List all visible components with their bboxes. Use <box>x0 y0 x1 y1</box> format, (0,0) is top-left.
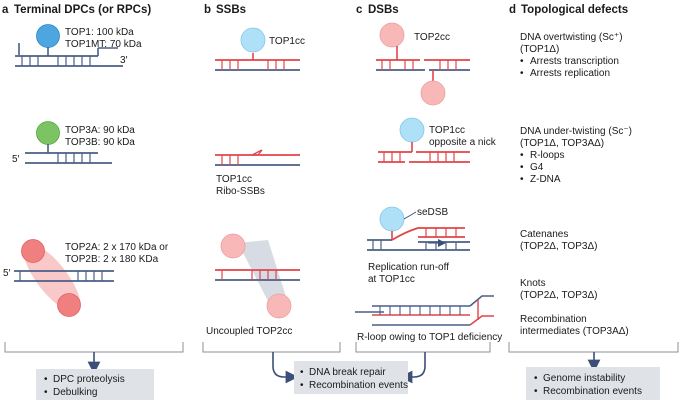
bullet: • <box>520 150 524 161</box>
nick-top1cc-label: TOP1cc <box>429 125 465 136</box>
outcome-bc-2: • <box>300 380 304 391</box>
ribo-ssbs-label: Ribo-SSBs <box>216 186 265 197</box>
outcome-bc-1: • <box>300 367 304 378</box>
three-prime-label: 3′ <box>120 55 128 66</box>
rloop-label: R-loop owing to TOP1 deficiency <box>357 332 502 343</box>
panel-bc-bracket <box>202 342 491 353</box>
panel-d-bracket <box>508 342 679 353</box>
top1cc-protein-icon <box>240 27 266 53</box>
panel-a-letter: a <box>2 4 9 16</box>
undertwisting-genes: (TOP1Δ, TOP3AΔ) <box>520 138 604 149</box>
panel-b-letter: b <box>204 4 211 16</box>
ribo-top1cc-label: TOP1cc <box>216 174 252 185</box>
outcome-a-1: • <box>44 374 48 385</box>
dsb-top2cc-diagram: TOP2cc <box>376 22 470 106</box>
nick-opposite-label: opposite a nick <box>429 137 497 148</box>
overtwisting-label: DNA overtwisting (Sc⁺) <box>520 32 623 43</box>
outcome-a-2: • <box>44 387 48 398</box>
top2cc-subunit-icon-2 <box>266 293 292 319</box>
recombination-label: Recombination <box>520 314 587 325</box>
outcome-d-1-text: Genome instability <box>543 373 625 384</box>
top3-protein-icon <box>36 121 60 145</box>
top2-protein-icon <box>21 239 45 263</box>
bullet: • <box>520 68 524 79</box>
panel-b-arrow <box>272 352 299 384</box>
outcome-d-1: • <box>534 373 538 384</box>
panel-a-heading: a Terminal DPCs (or RPCs) <box>2 4 151 16</box>
ribo-ssb-diagram: TOP1cc Ribo-SSBs <box>215 149 300 197</box>
ssb-top1cc-label: TOP1cc <box>269 36 305 47</box>
outcome-bc-1-text: DNA break repair <box>309 367 386 378</box>
top3b-size-label: TOP3B: 90 kDa <box>65 137 135 148</box>
panel-b-title: SSBs <box>216 4 246 16</box>
panel-d-outcome-box <box>526 367 660 400</box>
panel-d-title: Topological defects <box>521 4 628 16</box>
top3a-size-label: TOP3A: 90 kDa <box>65 125 135 136</box>
replication-runoff-diagram: seDSB Replication run-off at TOP1cc <box>367 206 470 285</box>
panel-d-letter: d <box>509 4 516 16</box>
panel-d-list: DNA overtwisting (Sc⁺) (TOP1Δ) • Arrests… <box>520 32 632 337</box>
bullet: • <box>520 56 524 67</box>
undertwisting-label: DNA under-twisting (Sc⁻) <box>520 126 632 137</box>
top1mt-size-label: TOP1MT: 70 kDa <box>65 39 142 50</box>
top1cc-nick-diagram: TOP1cc opposite a nick <box>378 117 497 163</box>
panel-a-bracket <box>4 342 184 353</box>
ssb-top1cc-diagram: TOP1cc <box>215 27 305 71</box>
panel-a-outcome-box <box>36 369 154 400</box>
outcome-a-1-text: DPC proteolysis <box>53 374 125 385</box>
top2-protein-icon-2 <box>57 293 81 317</box>
knots-label: Knots <box>520 278 546 289</box>
under-item-2: G4 <box>530 162 544 173</box>
panel-d-heading: d Topological defects <box>509 4 628 16</box>
top2cc-protein-icon-2 <box>420 80 446 106</box>
runoff-label-1: Replication run-off <box>368 262 449 273</box>
top2b-size-label: TOP2B: 2 x 180 KDa <box>65 254 159 265</box>
top2cc-protein-icon <box>379 22 405 48</box>
five-prime-label-2: 5′ <box>3 268 11 279</box>
catenanes-label: Catenanes <box>520 229 568 240</box>
under-item-3: Z-DNA <box>530 174 561 185</box>
top2cc-subunit-icon <box>220 233 246 259</box>
panel-bc-outcome-box <box>294 361 408 394</box>
runoff-label-2: at TOP1cc <box>368 274 415 285</box>
outcome-bc-2-text: Recombination events <box>309 380 408 391</box>
panel-c-arrow <box>399 352 426 384</box>
knots-genes: (TOP2Δ, TOP3Δ) <box>520 290 597 301</box>
uncoupled-top2cc-diagram: Uncoupled TOP2cc <box>206 233 300 337</box>
over-item-1: Arrests transcription <box>530 56 619 67</box>
recombination-intermediates: intermediates (TOP3AΔ) <box>520 326 629 337</box>
under-item-1: R-loops <box>530 150 564 161</box>
top3-dpc-diagram: TOP3A: 90 kDa TOP3B: 90 kDa 5′ <box>12 121 135 165</box>
top2-dpc-diagram: TOP2A: 2 x 170 kDa or TOP2B: 2 x 180 KDa… <box>3 239 169 317</box>
top1-size-label: TOP1: 100 kDa <box>65 27 134 38</box>
top1cc-nick-protein-icon <box>399 117 425 143</box>
sedsb-label: seDSB <box>417 207 448 218</box>
outcome-a-2-text: Debulking <box>53 387 97 398</box>
panel-c-letter: c <box>356 4 363 16</box>
panel-c-heading: c DSBs <box>356 4 399 16</box>
top1-protein-icon <box>36 24 60 48</box>
panel-b-heading: b SSBs <box>204 4 246 16</box>
panel-c-title: DSBs <box>368 4 399 16</box>
outcome-d-2-text: Recombination events <box>543 386 642 397</box>
top2a-size-label: TOP2A: 2 x 170 kDa or <box>65 242 169 253</box>
five-prime-label: 5′ <box>12 154 20 165</box>
dsb-top2cc-label: TOP2cc <box>414 32 450 43</box>
top1-dpc-diagram: TOP1: 100 kDa TOP1MT: 70 kDa 3′ <box>15 24 142 67</box>
over-item-2: Arrests replication <box>530 68 610 79</box>
outcome-d-2: • <box>534 386 538 397</box>
rloop-diagram: R-loop owing to TOP1 deficiency <box>355 295 502 343</box>
uncoupled-top2cc-label: Uncoupled TOP2cc <box>206 326 292 337</box>
runoff-top1cc-icon <box>379 206 405 232</box>
bullet: • <box>520 162 524 173</box>
panel-a-title: Terminal DPCs (or RPCs) <box>14 4 151 16</box>
bullet: • <box>520 174 524 185</box>
catenanes-genes: (TOP2Δ, TOP3Δ) <box>520 241 597 252</box>
overtwisting-gene: (TOP1Δ) <box>520 44 559 55</box>
